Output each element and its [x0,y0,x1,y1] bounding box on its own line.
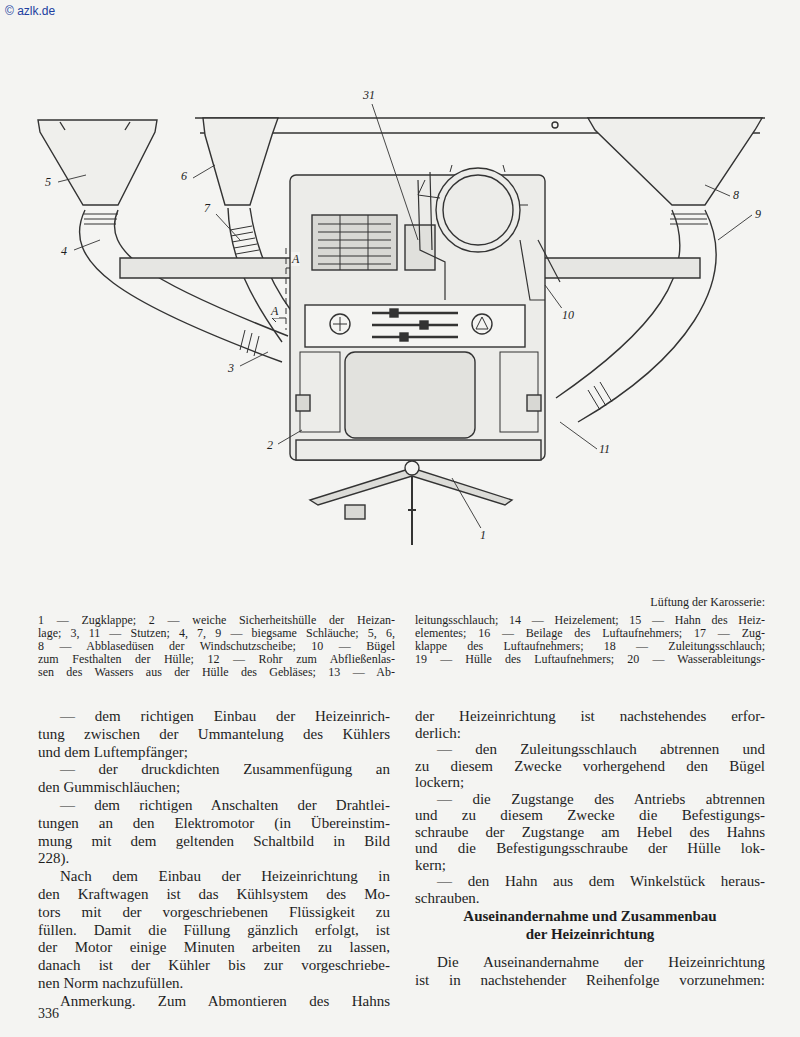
body-text-line: der Motor einige Minuten arbeiten zu las… [38,939,390,956]
callout-number: 7 [203,201,211,215]
legend-line: lage; 3, 11 — Stutzen; 4, 7, 9 — biegsam… [38,627,395,640]
body-text-line: — der druckdichten Zusammenfügung an [60,761,390,778]
body-text-line: der Heizeinrichtung ist nachstehendes er… [415,708,765,725]
callout-number: 2 [266,438,274,452]
section-heading: Auseinandernahme und Zusammenbau [415,908,765,925]
nozzle [38,120,157,205]
legend-line: sen des Wassers aus der Hülle des Gebläs… [38,666,395,679]
body-text-line: und dem Luftempfänger; [38,744,390,761]
hose [556,210,716,422]
body-text-line: kern; [415,857,765,874]
body-text-line: — die Zugstange des Antriebs abtrennen [437,791,765,808]
body-text-line: Nach dem Einbau der Heizeinrichtung in [60,868,390,885]
callout-number: A [291,252,300,266]
body-text-line: danach ist der Kühler bis zur vorgeschri… [38,957,390,974]
legend-line: 1 — Zugklappe; 2 — weiche Sicherheitshül… [38,614,395,627]
body-text-line: schrauben. [415,890,765,907]
callout-number: 31 [362,88,376,102]
callout-number: 4 [60,244,68,258]
body-text-line: Anmerkung. Zum Abmontieren des Hahns [60,993,390,1010]
body-text-line: mung mit dem geltenden Schaltbild in Bil… [38,833,390,850]
body-text-line: ist in nachstehender Reihenfolge vorzune… [415,972,765,989]
legend-line: klappe des Luftaufnehmers; 18 — Zuleitun… [415,640,765,653]
body-text-line: den Gummischläuchen; [38,779,390,796]
body-text-line: tung zwischen der Ummantelung des Kühler… [38,726,390,743]
callout-number: 1 [479,528,487,542]
body-text-line: füllen. Damit die Füllung gänzlich erfol… [38,922,390,939]
legend-line: leitungsschlauch; 14 — Heizelement; 15 —… [415,614,765,627]
section-heading: der Heizeinrichtung [415,926,765,943]
body-text-line: nen Norm nachzufüllen. [38,975,390,992]
callout-number: 10 [561,308,575,322]
callout-number: A [270,304,279,318]
body-text-line: Die Auseinandernahme der Heizeinrichtung [437,954,765,971]
control-panel [305,305,525,347]
body-text-line: — dem richtigen Einbau der Heizeinrich- [60,708,390,725]
body-text-line: tors mit der vorgeschriebenen Flüssigkei… [38,904,390,921]
page-number: 336 [38,1006,98,1022]
legend-line: zum Festhalten der Hülle; 12 — Rohr zum … [38,653,395,666]
legend-line: 8 — Abblasedüsen der Windschutzscheibe; … [38,640,395,653]
body-text-line: schraube der Zugstange am Hebel des Hahn… [415,824,765,841]
body-text-line: 228). [38,850,390,867]
body-text-line: derlich: [415,725,765,742]
callout-number: 5 [44,175,52,189]
grille [312,215,397,270]
nozzle [588,118,762,205]
body-text-line: tungen an den Elektromotor (in Übereinst… [38,815,390,832]
body-text-line: zu diesem Zwecke vorhergehend den Bügel [415,758,765,775]
watermark: © azlk.de [5,4,125,18]
figure-caption: Lüftung der Karosserie: [563,596,765,609]
callout-number: 8 [732,188,740,202]
callout-number: 6 [180,169,188,183]
legend-line: elementes; 16 — Beilage des Luftaufnehme… [415,627,765,640]
fan [436,168,520,252]
callout-number: 9 [754,207,762,221]
hose [80,210,288,362]
legend-line: 19 — Hülle des Luftaufnehmers; 20 — Wass… [415,653,765,666]
body-text-line: lockern; [415,774,765,791]
body-text-line: den Kraftwagen ist das Kühlsystem des Mo… [38,886,390,903]
leader-lines [58,104,752,530]
body-text-line: — den Zuleitungsschlauch abtrennen und [437,741,765,758]
body-text-line: — dem richtigen Anschalten der Drahtlei- [60,797,390,814]
callout-number: 3 [227,361,235,375]
body-text-line: und die Befestigungsschraube der Hülle l… [415,840,765,857]
nozzle [203,118,278,205]
callout-number: 11 [598,442,611,456]
heating-element [345,352,475,438]
body-text-line: — den Hahn aus dem Winkelstück heraus- [437,873,765,890]
body-text-line: und zu diesem Zwecke die Befestigungs- [415,807,765,824]
